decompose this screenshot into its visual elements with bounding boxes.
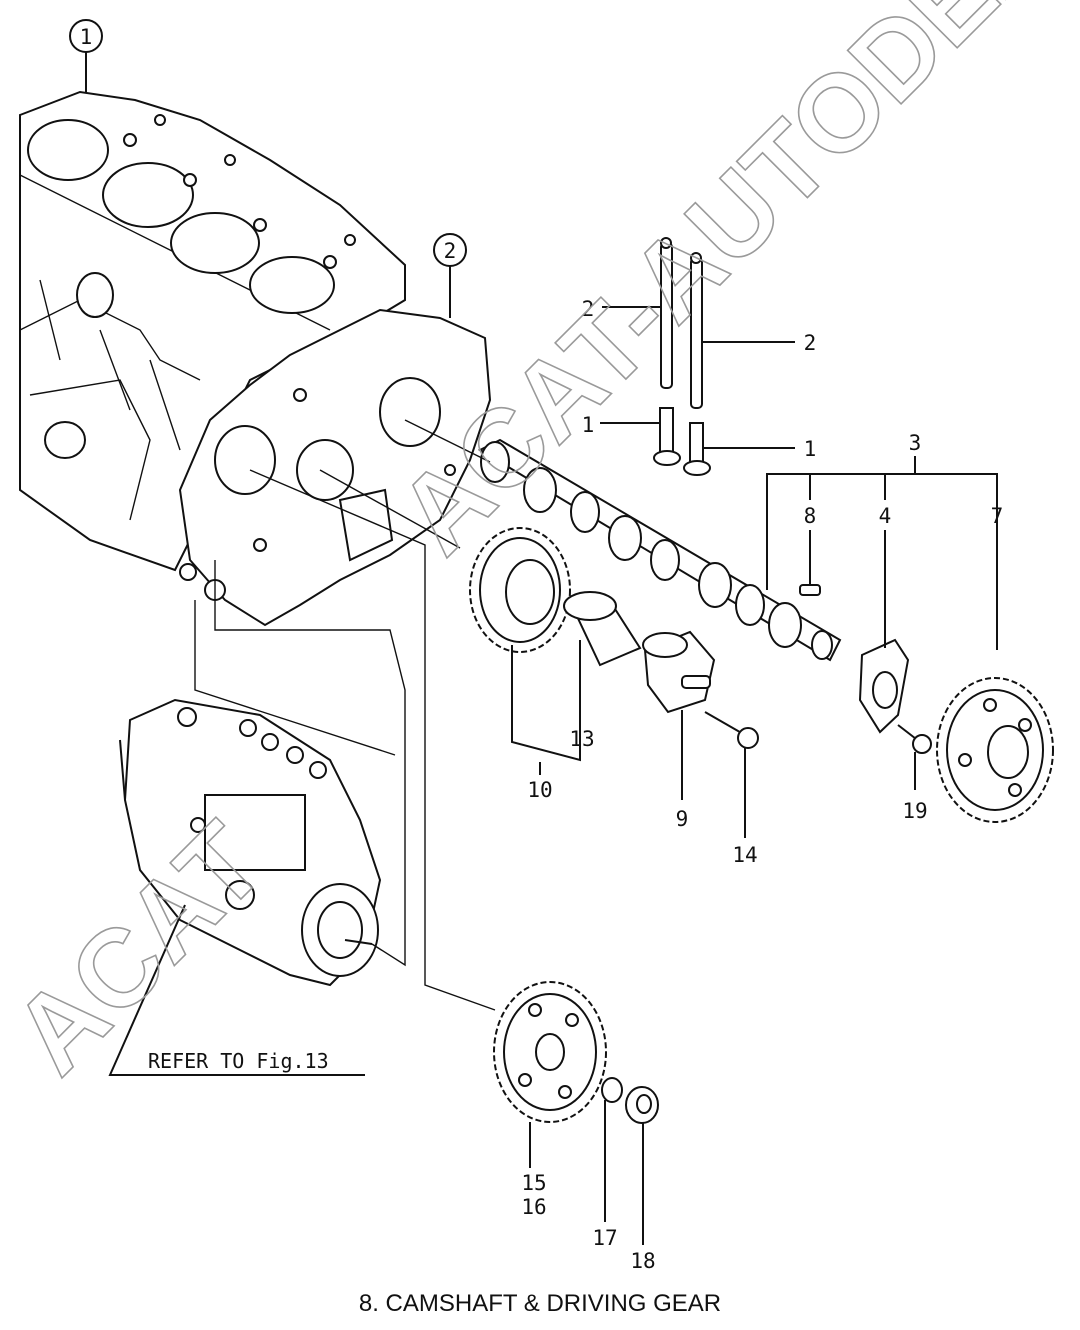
callout-3: 3 — [909, 431, 922, 455]
group-marker-label: 2 — [444, 239, 457, 263]
callout-7: 7 — [991, 504, 1004, 528]
bolt-19 — [897, 724, 932, 754]
watermark-main: ACAT-AUTODEALER.RU — [375, 0, 1080, 577]
callout-16: 16 — [521, 1195, 546, 1219]
callout-labels: 2 2 1 1 3 8 4 7 13 10 9 14 19 15 16 17 1… — [148, 297, 1003, 1273]
tappet-right — [683, 422, 711, 476]
bushing — [563, 591, 642, 667]
fuel-injection-pump — [119, 698, 382, 987]
callout-19: 19 — [902, 799, 927, 823]
callout-15: 15 — [521, 1171, 546, 1195]
callout-10: 10 — [527, 778, 552, 802]
callout-13: 13 — [569, 727, 594, 751]
diagram-title: 8. CAMSHAFT & DRIVING GEAR — [358, 1290, 722, 1317]
callout-8: 8 — [804, 504, 817, 528]
idler-shaft — [642, 630, 716, 714]
lock-washer — [601, 1077, 623, 1103]
callout-2-right: 2 — [804, 331, 817, 355]
group-marker-1: 1 — [69, 19, 103, 53]
group-marker-label: 1 — [80, 25, 93, 49]
callout-14: 14 — [732, 843, 757, 867]
callout-1-left: 1 — [582, 413, 595, 437]
group-marker-2: 2 — [433, 233, 467, 267]
bolt-14 — [704, 711, 759, 749]
gear-case-plate — [178, 308, 492, 627]
callout-17: 17 — [592, 1226, 617, 1250]
camshaft-gear — [936, 677, 1054, 823]
cylinder-block — [19, 90, 406, 572]
callout-2-left: 2 — [582, 297, 595, 321]
idler-gear — [469, 527, 571, 653]
push-rod-left — [660, 237, 673, 389]
camshaft — [477, 438, 842, 662]
leader-lines — [85, 52, 998, 1245]
tappet-left — [653, 407, 681, 466]
callout-1-right: 1 — [804, 437, 817, 461]
push-rod-right — [690, 252, 703, 409]
callout-18: 18 — [630, 1249, 655, 1273]
refer-note: REFER TO Fig.13 — [148, 1049, 329, 1073]
callout-9: 9 — [676, 807, 689, 831]
callout-4: 4 — [879, 504, 892, 528]
woodruff-key — [799, 584, 821, 596]
pump-drive-gear — [493, 981, 607, 1123]
gear-nut — [625, 1086, 659, 1124]
